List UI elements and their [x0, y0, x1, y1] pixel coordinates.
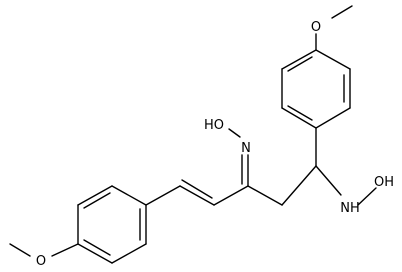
ch-to-ch2-bond: [281, 165, 317, 206]
ch-to-nh-bond: [315, 165, 342, 196]
nh-label: NH: [340, 201, 360, 216]
oxime-n-label: N: [241, 141, 251, 156]
methyl-bond-top: [331, 5, 353, 19]
lower-benzene-ring: [77, 185, 147, 264]
oxime-ho-label: HO: [204, 118, 224, 133]
methyl-bond-bottom: [9, 243, 31, 257]
bottom-methoxy-group: O: [9, 243, 79, 269]
upper-benzene-ring: [281, 49, 351, 129]
hydroxylamine-group: NH OH: [315, 165, 394, 216]
oh-label: OH: [374, 175, 394, 190]
ring-o-bond-bottom: [51, 243, 79, 257]
ch2-to-c-bond: [247, 185, 283, 206]
bottom-methoxy-oxygen: O: [36, 254, 46, 269]
n-to-oh-bond: [357, 187, 377, 206]
top-methoxy-oxygen: O: [311, 20, 321, 35]
vinyl-linker: [145, 179, 249, 206]
n-to-oh-oxime-bond: [228, 128, 241, 138]
oxime-group: N HO: [204, 118, 251, 187]
top-methoxy-group: O: [311, 5, 353, 51]
